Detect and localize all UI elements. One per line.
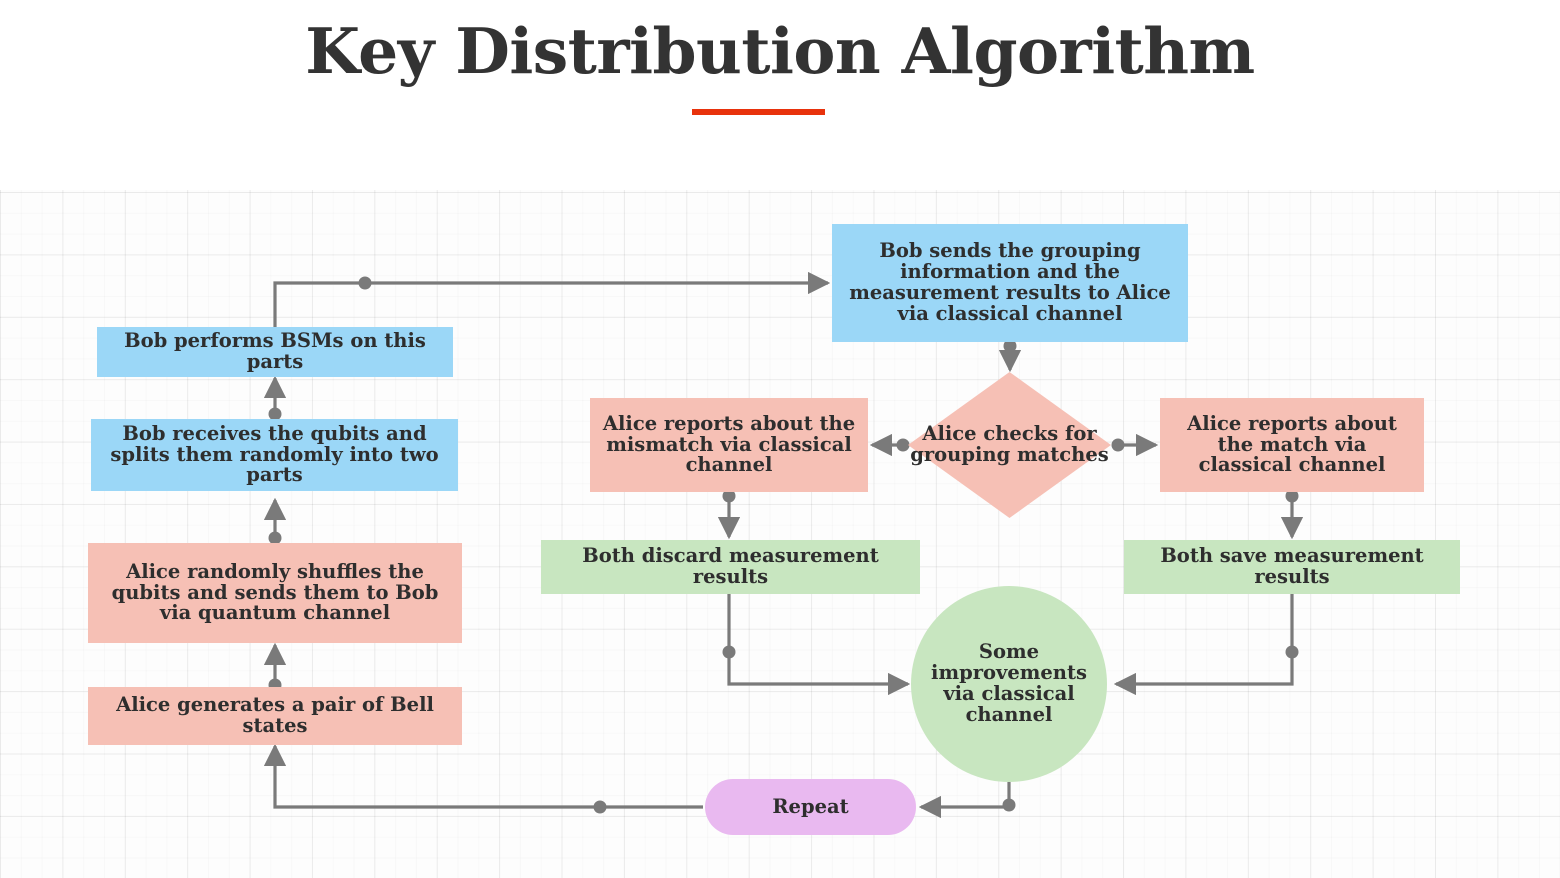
node-label: Alice reports about the match via classi… bbox=[1187, 411, 1397, 477]
node-alice-checks-grouping-matches[interactable]: Alice checks for grouping matches bbox=[908, 372, 1111, 518]
node-label: Bob performs BSMs on this parts bbox=[124, 329, 426, 373]
node-both-save-results[interactable]: Both save measurement results bbox=[1124, 540, 1460, 594]
node-label: Bob receives the qubits and splits them … bbox=[110, 421, 439, 487]
edge-dot bbox=[358, 276, 372, 290]
node-label: Alice randomly shuffles the qubits and s… bbox=[111, 559, 439, 625]
node-label: Alice generates a pair of Bell states bbox=[116, 693, 434, 737]
edge-repeat-to-bell bbox=[263, 743, 703, 809]
edge-dot bbox=[1285, 645, 1299, 659]
title-underline-rule bbox=[692, 109, 825, 115]
node-bob-sends-grouping-info[interactable]: Bob sends the grouping information and t… bbox=[832, 224, 1188, 342]
page-title: Key Distribution Algorithm bbox=[305, 14, 1255, 88]
node-alice-generates-bell-states[interactable]: Alice generates a pair of Bell states bbox=[88, 687, 462, 745]
edge-dot bbox=[1002, 798, 1016, 812]
node-label: Alice checks for grouping matches bbox=[910, 422, 1109, 466]
flowchart-canvas: Bob sends the grouping information and t… bbox=[0, 190, 1560, 878]
edge-bsm-to-bobsends bbox=[273, 271, 831, 330]
node-label: Repeat bbox=[772, 794, 849, 818]
node-label: Alice reports about the mismatch via cla… bbox=[602, 411, 856, 477]
edge-discard-to-improvements bbox=[727, 594, 911, 696]
edge-dot bbox=[722, 489, 736, 503]
edge-dot bbox=[722, 645, 736, 659]
title-area: Key Distribution Algorithm bbox=[0, 0, 1560, 190]
node-bob-receives-qubits[interactable]: Bob receives the qubits and splits them … bbox=[91, 419, 458, 491]
node-label: Some improvements via classical channel bbox=[931, 640, 1087, 726]
edge-dot bbox=[268, 407, 282, 421]
edge-improvements-to-repeat bbox=[918, 782, 1011, 819]
node-alice-reports-mismatch[interactable]: Alice reports about the mismatch via cla… bbox=[590, 398, 868, 492]
node-both-discard-results[interactable]: Both discard measurement results bbox=[541, 540, 920, 594]
connector-layer bbox=[263, 271, 1304, 819]
edge-dot bbox=[1111, 438, 1125, 452]
node-alice-reports-match[interactable]: Alice reports about the match via classi… bbox=[1160, 398, 1424, 492]
node-label: Both save measurement results bbox=[1160, 544, 1424, 588]
node-alice-shuffles-qubits[interactable]: Alice randomly shuffles the qubits and s… bbox=[88, 543, 462, 643]
edge-dot bbox=[593, 800, 607, 814]
node-label: Both discard measurement results bbox=[582, 544, 879, 588]
node-bob-performs-bsms[interactable]: Bob performs BSMs on this parts bbox=[97, 327, 453, 377]
node-repeat[interactable]: Repeat bbox=[705, 779, 916, 835]
edge-dot bbox=[896, 438, 910, 452]
edge-dot bbox=[268, 531, 282, 545]
edge-dot bbox=[1285, 489, 1299, 503]
node-label: Bob sends the grouping information and t… bbox=[849, 239, 1171, 325]
node-some-improvements[interactable]: Some improvements via classical channel bbox=[911, 586, 1107, 782]
edge-save-to-improvements bbox=[1113, 594, 1294, 696]
edge-dot bbox=[1003, 339, 1017, 353]
